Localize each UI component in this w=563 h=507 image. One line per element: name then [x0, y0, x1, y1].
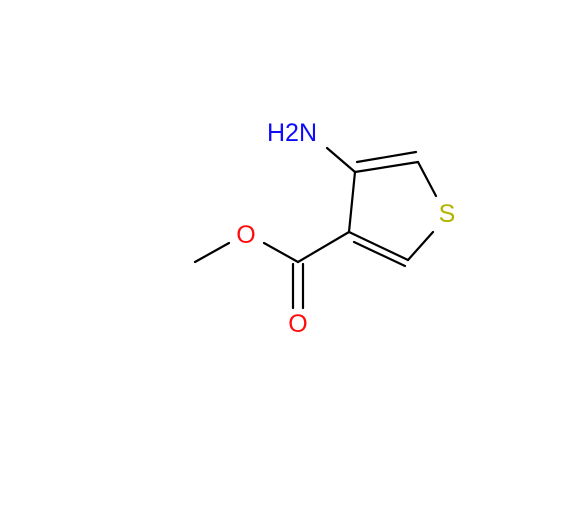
bond-carbonyl-ring: [296, 230, 351, 264]
bond-c5-c4-inner: [355, 150, 418, 164]
bond-methyl-o: [193, 241, 231, 264]
carbonyl-oxygen-label: O: [288, 310, 307, 338]
amine-label: H2N: [267, 119, 317, 147]
atom-labels: H2N S O O: [236, 119, 455, 338]
bond-s-c5: [416, 160, 438, 198]
bond-c4-n: [325, 146, 357, 174]
bond-o-carbonyl-carbon: [262, 241, 300, 264]
bond-c2-s: [406, 230, 435, 262]
sulfur-label: S: [439, 200, 456, 228]
bonds: [193, 146, 438, 310]
bond-c4-c3: [347, 170, 357, 234]
bond-c3-c2: [347, 230, 410, 262]
bond-c3-c2-inner: [352, 240, 407, 268]
bond-c5-c4: [353, 160, 420, 174]
ester-oxygen-label: O: [236, 221, 255, 249]
